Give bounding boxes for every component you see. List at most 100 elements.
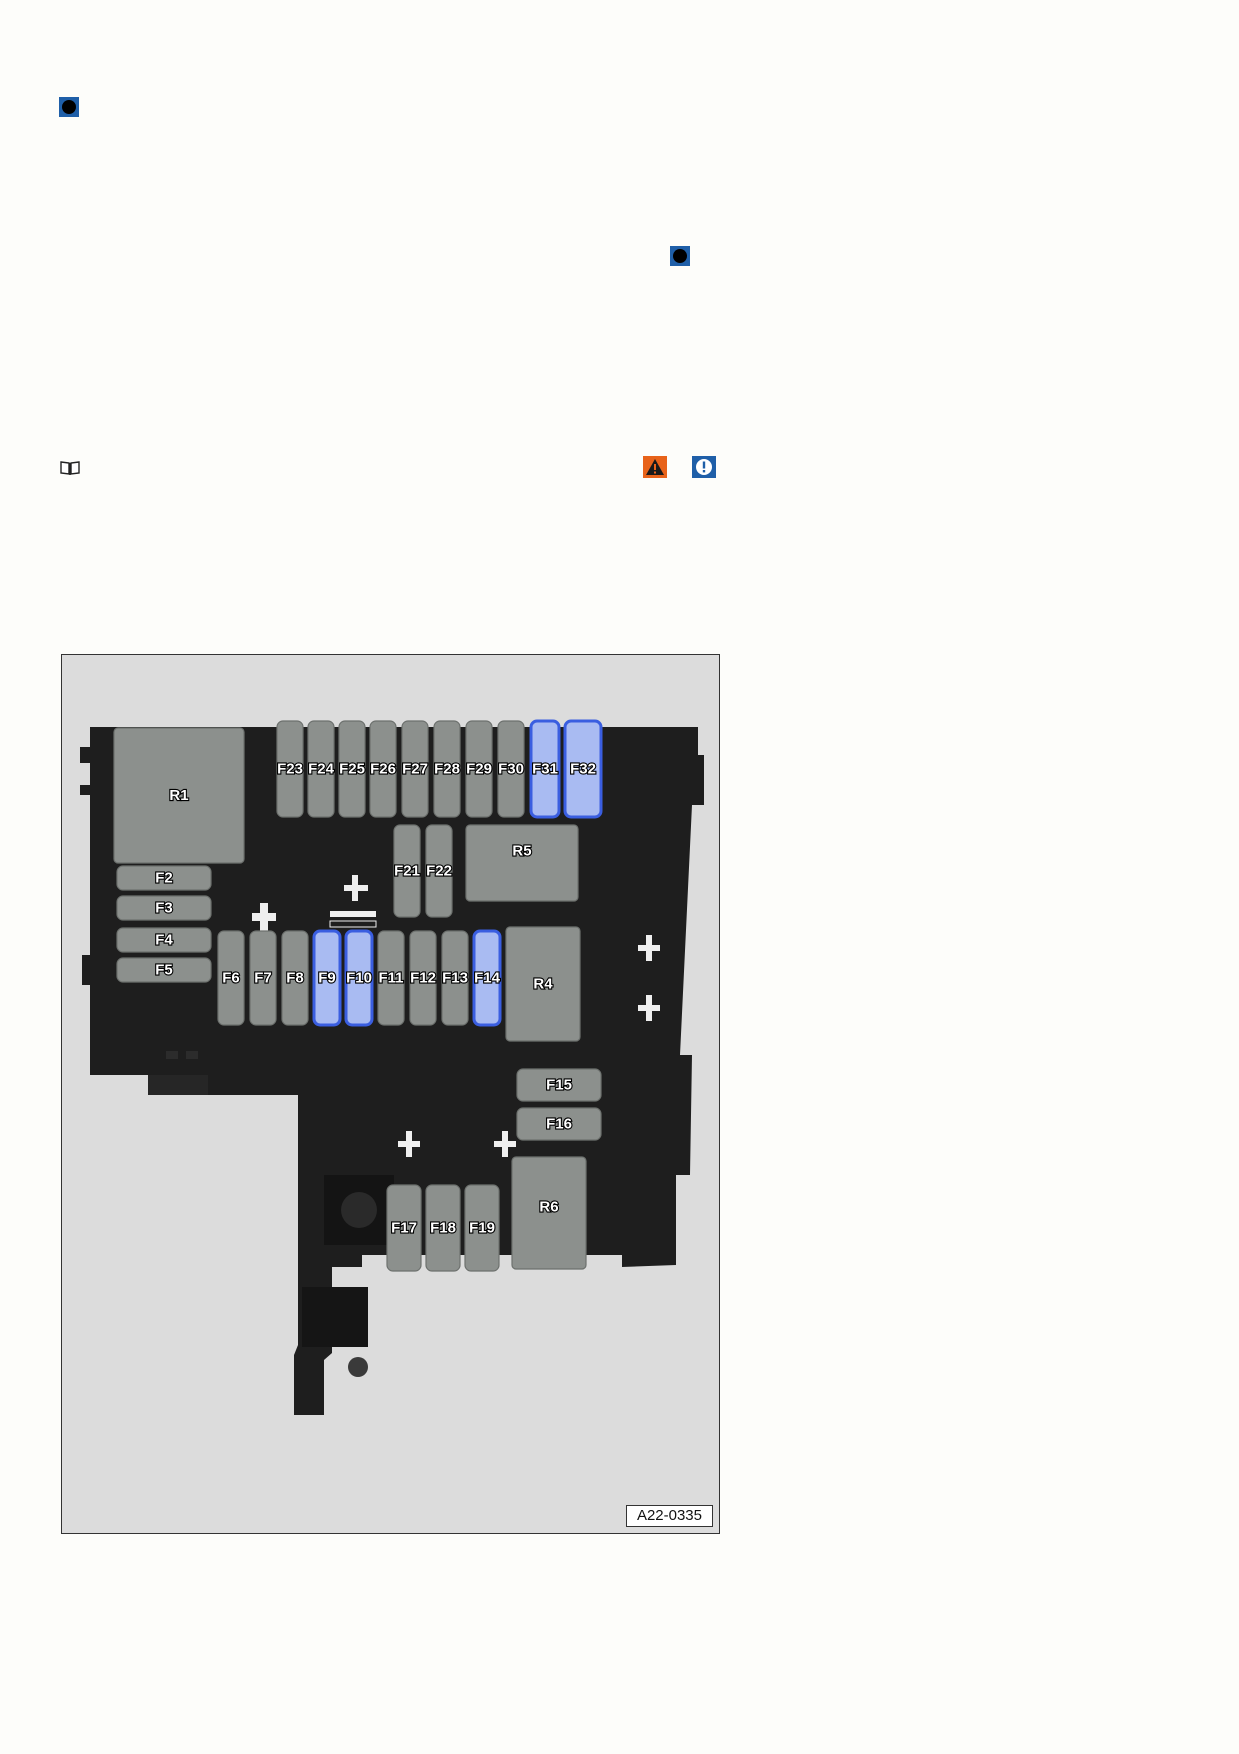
component-label: R1: [169, 787, 188, 804]
component-body: [377, 930, 405, 1026]
component-body: [433, 720, 461, 818]
component-label: R6: [539, 1199, 558, 1216]
fuse-f21: F21: [393, 824, 421, 918]
fuse-f30: F30: [497, 720, 525, 818]
component-label: F18: [430, 1220, 456, 1237]
component-body: [472, 929, 502, 1027]
component-label: F24: [308, 761, 335, 778]
component-body: [386, 1184, 422, 1272]
fuse-f14: F14: [472, 929, 502, 1027]
fuse-f13: F13: [441, 930, 469, 1026]
component-body: [116, 865, 212, 891]
component-label: F22: [426, 863, 452, 880]
component-label: F21: [394, 863, 420, 880]
fuse-f24: F24: [307, 720, 336, 818]
component-label: F32: [570, 761, 596, 778]
warning-triangle-icon: [643, 456, 667, 478]
fuse-f17: F17: [386, 1184, 422, 1272]
component-body: [516, 1068, 602, 1102]
component-body: [409, 930, 437, 1026]
component-label: F3: [155, 900, 173, 917]
component-label: F31: [532, 761, 558, 778]
component-body: [465, 824, 579, 902]
component-body: [116, 895, 212, 921]
book-icon: [60, 461, 80, 475]
component-body: [249, 930, 277, 1026]
fuse-f22: F22: [425, 824, 453, 918]
component-label: F8: [286, 970, 304, 987]
component-label: F27: [402, 761, 428, 778]
component-body: [113, 727, 245, 864]
fuse-f31: F31: [529, 719, 561, 819]
component-label: F4: [155, 932, 173, 949]
component-body: [505, 926, 581, 1042]
component-body: [465, 720, 493, 818]
fuse-f10: F10: [344, 929, 374, 1027]
fuse-f27: F27: [401, 720, 429, 818]
fuse-f23: F23: [276, 720, 304, 818]
component-body: [369, 720, 397, 818]
fuse-f25: F25: [338, 720, 366, 818]
component-body: [116, 927, 212, 953]
component-label: F29: [466, 761, 492, 778]
component-label: F5: [155, 962, 173, 979]
component-label: F16: [546, 1116, 572, 1133]
component-label: F9: [318, 970, 336, 987]
fuse-f18: F18: [425, 1184, 461, 1272]
component-body: [464, 1184, 500, 1272]
fuse-f6: F6: [217, 930, 245, 1026]
fuse-f3: F3: [116, 895, 212, 921]
fuse-f2: F2: [116, 865, 212, 891]
fuse-f11: F11: [377, 930, 405, 1026]
component-label: F7: [254, 970, 272, 987]
fuse-f4: F4: [116, 927, 212, 953]
relay-r5: R5: [465, 824, 579, 902]
fuse-f12: F12: [409, 930, 437, 1026]
relay-r1: R1: [113, 727, 245, 864]
component-body: [307, 720, 335, 818]
fuse-f19: F19: [464, 1184, 500, 1272]
nut-symbol-icon: [670, 246, 690, 266]
component-body: [338, 720, 366, 818]
component-label: F11: [378, 970, 403, 987]
fuse-f8: F8: [281, 930, 309, 1026]
component-body: [425, 824, 453, 918]
component-body: [497, 720, 525, 818]
component-label: F2: [155, 870, 173, 887]
component-label: F14: [474, 970, 501, 987]
figure-reference-label: A22-0335: [625, 1505, 713, 1527]
nut-symbol-icon: [59, 97, 79, 117]
fuse-f16: F16: [516, 1107, 602, 1141]
fuse-f28: F28: [433, 720, 461, 818]
component-body: [312, 929, 342, 1027]
component-label: F19: [469, 1220, 495, 1237]
component-label: F26: [370, 761, 396, 778]
component-label: F23: [277, 761, 303, 778]
component-body: [511, 1156, 587, 1270]
component-label: F30: [498, 761, 524, 778]
fuse-f15: F15: [516, 1068, 602, 1102]
component-body: [116, 957, 212, 983]
component-body: [217, 930, 245, 1026]
fuse-f29: F29: [465, 720, 493, 818]
component-body: [563, 719, 603, 819]
relay-r6: R6: [511, 1156, 587, 1270]
fuse-f32: F32: [563, 719, 603, 819]
component-label: F25: [339, 761, 365, 778]
component-body: [401, 720, 429, 818]
component-label: F17: [391, 1220, 417, 1237]
component-body: [516, 1107, 602, 1141]
fuse-f5: F5: [116, 957, 212, 983]
component-label: F13: [442, 970, 468, 987]
component-label: F6: [222, 970, 240, 987]
component-label: R5: [512, 843, 531, 860]
component-body: [425, 1184, 461, 1272]
component-body: [393, 824, 421, 918]
fuse-f9: F9: [312, 929, 342, 1027]
fuse-f7: F7: [249, 930, 277, 1026]
component-body: [281, 930, 309, 1026]
fuse-f26: F26: [369, 720, 397, 818]
component-label: F15: [546, 1077, 572, 1094]
